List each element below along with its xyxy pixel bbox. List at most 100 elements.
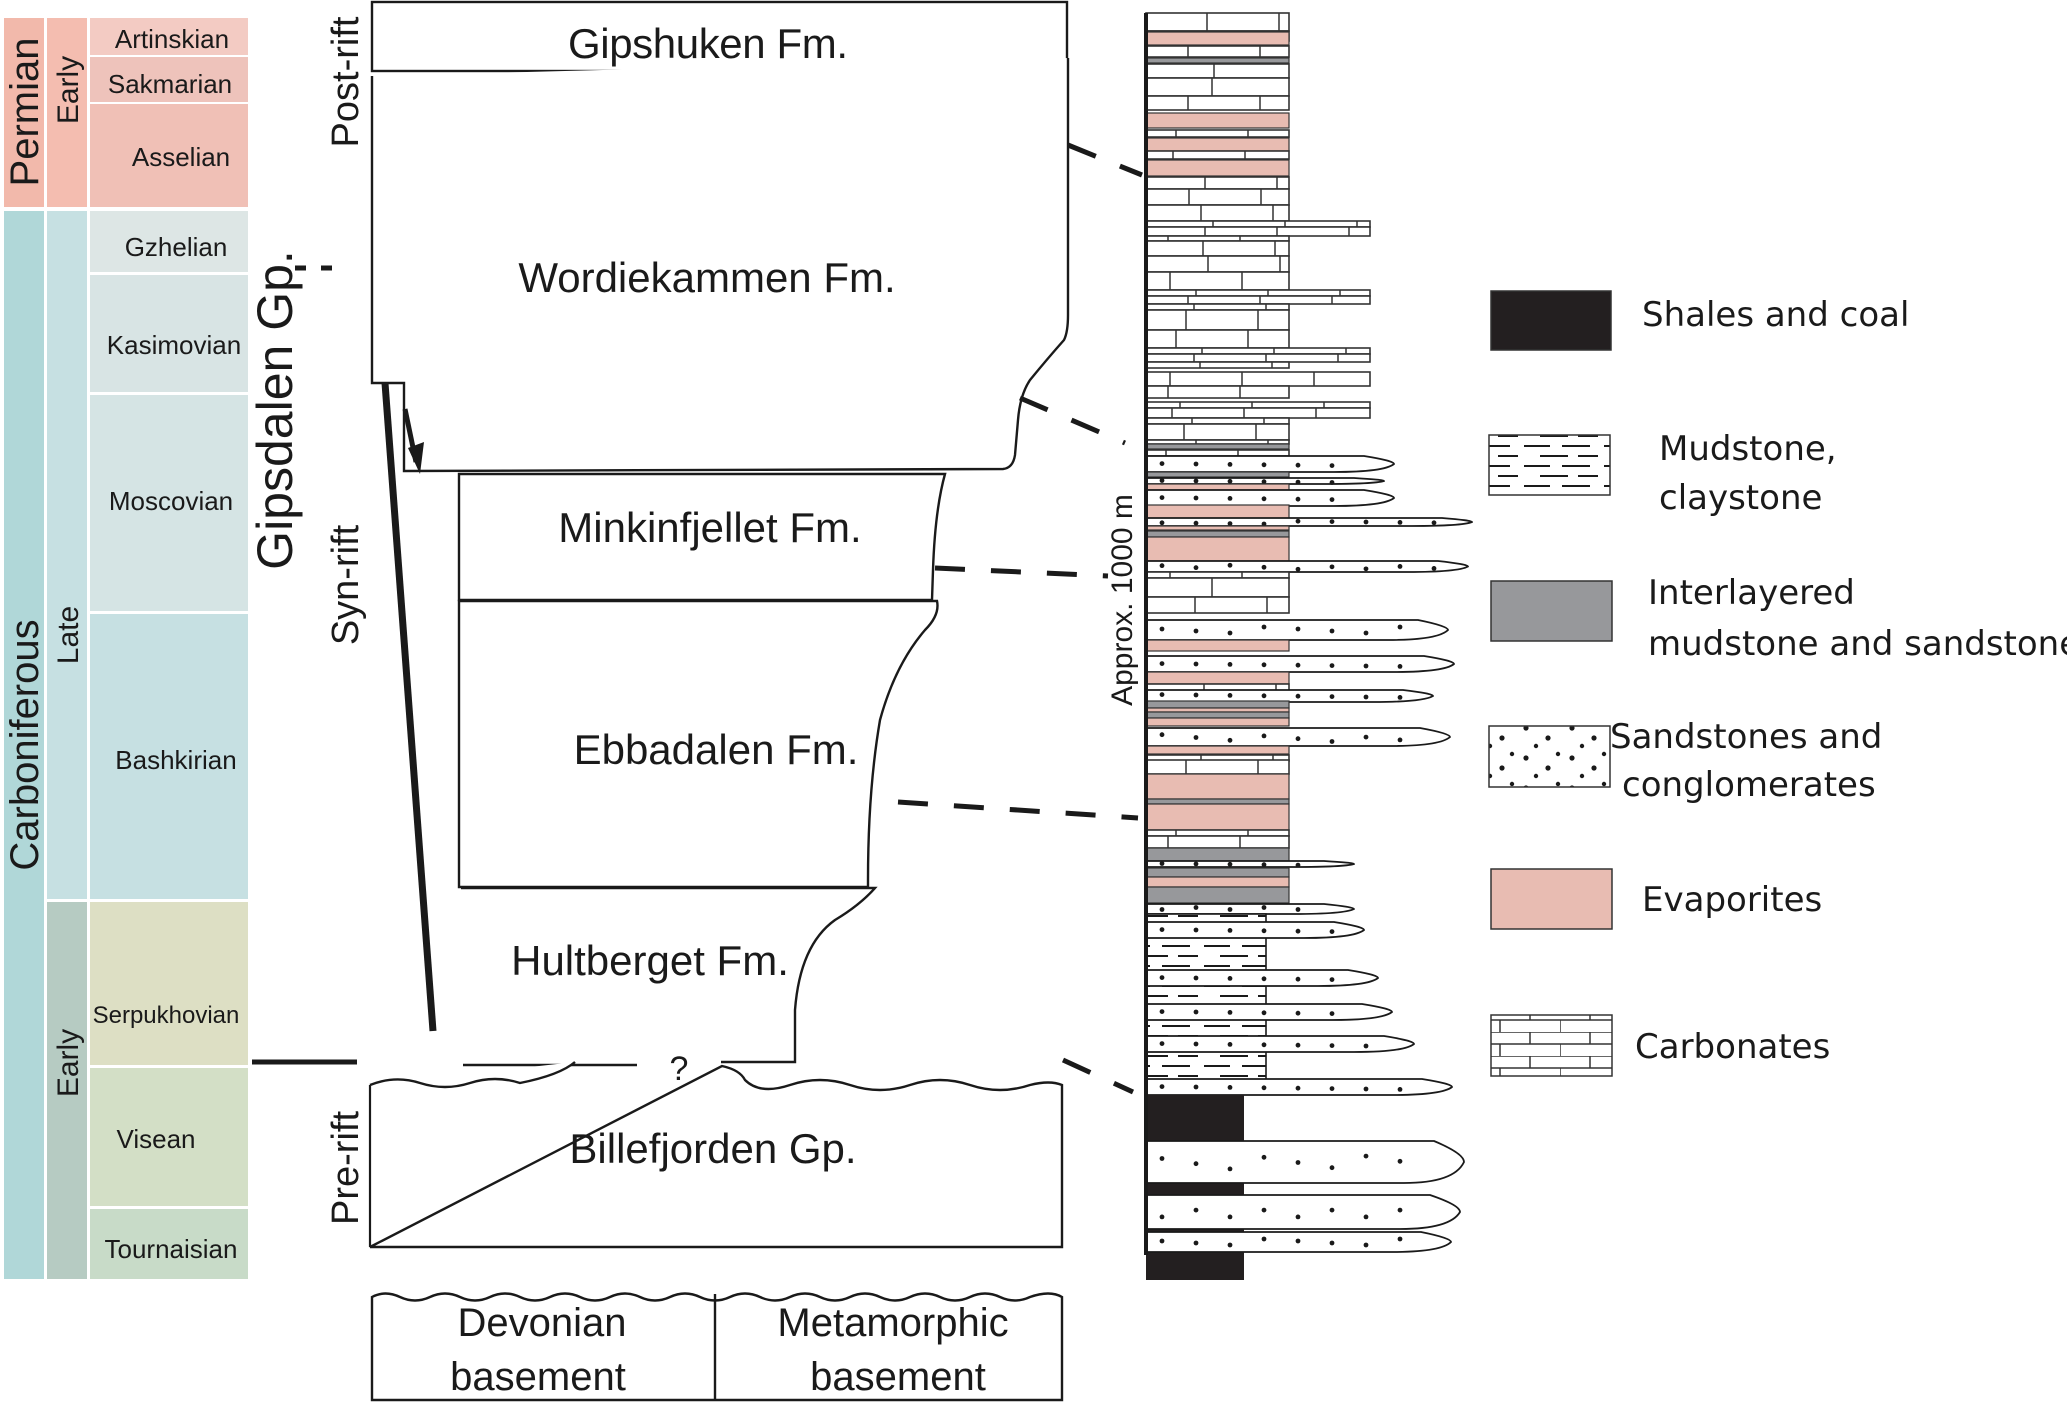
log-sand-grain [1159, 520, 1165, 526]
phase-labels: Gipsdalen Gp. Post-rift Syn-rift Pre-rif… [247, 16, 367, 1225]
log-sand-grain [1261, 624, 1267, 630]
lithologic-log [1144, 12, 1473, 1280]
log-sand-grain [1159, 975, 1165, 980]
log-sand-grain [1295, 1042, 1301, 1048]
legend-swatch-shale [1490, 290, 1612, 351]
log-sandstone-tongue [1145, 560, 1469, 573]
log-sand-grain [1159, 732, 1165, 738]
log-sand-grain [1261, 564, 1267, 570]
log-sand-grain [1227, 737, 1233, 743]
log-carbonate-bed [1145, 407, 1371, 419]
log-carbonate-bed [1145, 220, 1371, 228]
legend-swatch-mudstone [1488, 434, 1611, 496]
log-sand-grain [1261, 496, 1267, 502]
log-interlayered-bed [1145, 798, 1290, 805]
log-sand-grain [1261, 1154, 1267, 1160]
log-sand-grain [1227, 907, 1233, 912]
correlation-line-wordiekammen-top [1067, 142, 1143, 178]
log-sand-grain [1193, 905, 1199, 910]
log-carbonate-bed [1145, 577, 1290, 598]
log-sand-grain [1295, 479, 1301, 485]
log-sand-grain [1397, 520, 1403, 525]
log-sand-grain [1159, 907, 1165, 912]
log-sand-grain [1159, 1214, 1165, 1220]
log-carbonate-bed [1145, 240, 1290, 257]
log-sand-grain [1329, 1165, 1335, 1171]
formation-billefjorden-label: Billefjorden Gp. [569, 1125, 856, 1172]
formation-gipshuken-label: Gipshuken Fm. [568, 20, 848, 67]
stage-kasimovian-label: Kasimovian [107, 330, 241, 360]
log-sand-grain [1193, 1084, 1199, 1090]
log-carbonate-bed [1145, 829, 1290, 837]
log-sand-grain [1159, 461, 1165, 466]
log-sand-grain [1329, 497, 1335, 502]
stage-asselian-label: Asselian [132, 142, 230, 172]
correlation-lines [897, 142, 1143, 1095]
log-carbonate-bed [1145, 12, 1290, 32]
log-sand-grain [1363, 519, 1369, 525]
log-sand-grain [1227, 976, 1233, 981]
pre-rift-label: Pre-rift [325, 1111, 367, 1225]
log-sand-grain [1159, 626, 1165, 632]
legend-label-evaporites: Evaporites [1642, 880, 1822, 920]
log-sand-grain [1159, 1041, 1165, 1046]
legend-swatch-carbonates [1490, 1014, 1613, 1077]
stage-bashkirian-cell [90, 614, 248, 899]
log-carbonate-bed [1145, 423, 1290, 441]
metamorphic-basement-line1: Metamorphic [777, 1301, 1008, 1345]
log-sand-grain [1193, 1041, 1199, 1047]
log-sand-grain [1329, 628, 1335, 634]
log-sand-grain [1397, 1236, 1403, 1242]
formation-column: ? Gipshuken Fm. Wordiekammen Fm. Minkinf… [368, 0, 1070, 1249]
log-sand-grain [1295, 1214, 1301, 1220]
stage-tournaisian-cell [90, 1209, 248, 1279]
devonian-basement-line1: Devonian [457, 1301, 626, 1345]
log-sand-grain [1227, 1010, 1233, 1015]
stage-serpukhovian-label: Serpukhovian [93, 1002, 240, 1029]
log-sandstone-tongue [1145, 489, 1395, 507]
log-sand-grain [1159, 563, 1165, 569]
log-interlayered-bed [1145, 530, 1290, 538]
log-carbonate-bed [1145, 77, 1290, 97]
stage-moscovian-label: Moscovian [109, 486, 233, 516]
legend-swatch-evaporites [1490, 868, 1613, 930]
correlation-line-minkinfjellet-top [1019, 395, 1126, 446]
log-sand-grain [1295, 566, 1301, 572]
log-sand-grain [1227, 861, 1233, 867]
log-evaporite-bed [1145, 803, 1290, 831]
log-sand-grain [1329, 1086, 1335, 1091]
log-sand-grain [1397, 624, 1403, 630]
log-carbonate-bed [1145, 226, 1371, 237]
log-sand-grain [1193, 628, 1199, 634]
log-mudstone-bed [1145, 913, 1267, 1091]
log-carbonate-bed [1145, 353, 1371, 363]
legend-label-sandstone-line2: conglomerates [1622, 765, 1876, 805]
log-sand-grain [1227, 1242, 1233, 1248]
correlation-line-hultberget-top [897, 799, 1139, 821]
stage-sakmarian-cell [90, 57, 248, 102]
formation-hultberget-box [461, 886, 878, 1067]
log-sand-grain [1159, 478, 1165, 483]
epoch-early-carboniferous-label: Early [52, 1029, 85, 1097]
epoch-early-carboniferous-cell [47, 902, 87, 1279]
log-sand-grain [1295, 662, 1301, 668]
formation-gipshuken-box [370, 0, 1069, 73]
log-evaporite-bed [1145, 717, 1290, 727]
legend-label-shale: Shales and coal [1642, 295, 1909, 335]
log-evaporite-bed [1145, 536, 1290, 562]
log-sand-grain [1193, 692, 1199, 698]
log-sand-grain [1193, 520, 1199, 526]
log-sand-grain [1329, 1043, 1335, 1048]
correlation-line-billefjorden-top [1061, 1057, 1135, 1095]
log-evaporite-bed [1145, 112, 1290, 129]
log-sandstone-tongue [1145, 455, 1395, 473]
log-sand-grain [1261, 521, 1267, 527]
period-permian-label: Permian [3, 38, 47, 187]
log-sandstone-tongue [1145, 517, 1473, 527]
stage-sakmarian-label: Sakmarian [108, 69, 232, 99]
log-evaporite-bed [1145, 671, 1290, 685]
log-sand-grain [1363, 630, 1369, 636]
log-evaporite-bed [1145, 137, 1290, 152]
log-sand-grain [1295, 1085, 1301, 1091]
log-sand-grain [1363, 1086, 1369, 1092]
